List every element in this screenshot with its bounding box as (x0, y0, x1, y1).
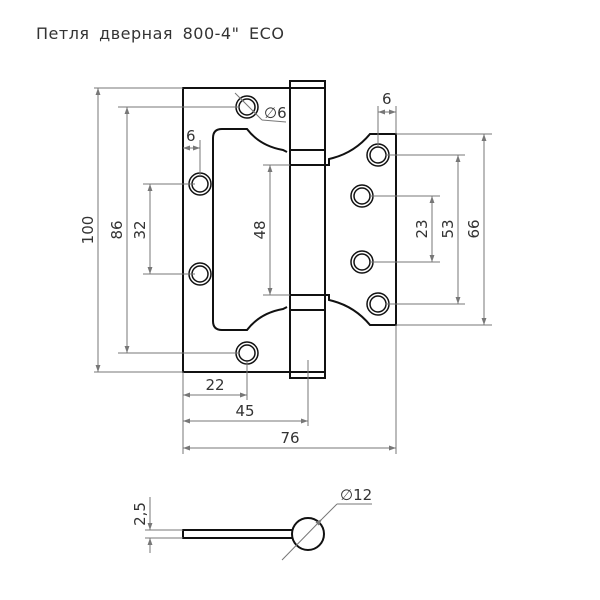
dim-hole-diameter-label: ∅6 (264, 104, 287, 122)
drawing-title: Петля дверная 800-4" ECO (36, 24, 285, 43)
dim-23-label: 23 (413, 219, 431, 238)
dim-100-label: 100 (79, 216, 97, 245)
dim-66-label: 66 (465, 219, 483, 238)
hole (350, 184, 374, 208)
dim-22-label: 22 (205, 376, 224, 394)
dimension-lines (95, 88, 487, 451)
side-view (145, 497, 372, 561)
dim-6-right-label: 6 (382, 90, 392, 108)
dim-6-left-label: 6 (186, 127, 196, 145)
dim-53-label: 53 (439, 219, 457, 238)
dim-knuckle-diameter-label: ∅12 (340, 486, 372, 504)
extension-lines (94, 87, 492, 454)
dim-thickness-label: 2,5 (131, 502, 149, 526)
dim-76-label: 76 (280, 429, 299, 447)
dim-32-label: 32 (131, 220, 149, 239)
hole (350, 250, 374, 274)
left-plate (182, 87, 291, 373)
left-plate-cutout (212, 128, 288, 331)
right-plate (325, 133, 397, 326)
dim-86-label: 86 (108, 220, 126, 239)
dim-48-label: 48 (251, 220, 269, 239)
dim-45-label: 45 (235, 402, 254, 420)
knuckle (289, 80, 326, 379)
